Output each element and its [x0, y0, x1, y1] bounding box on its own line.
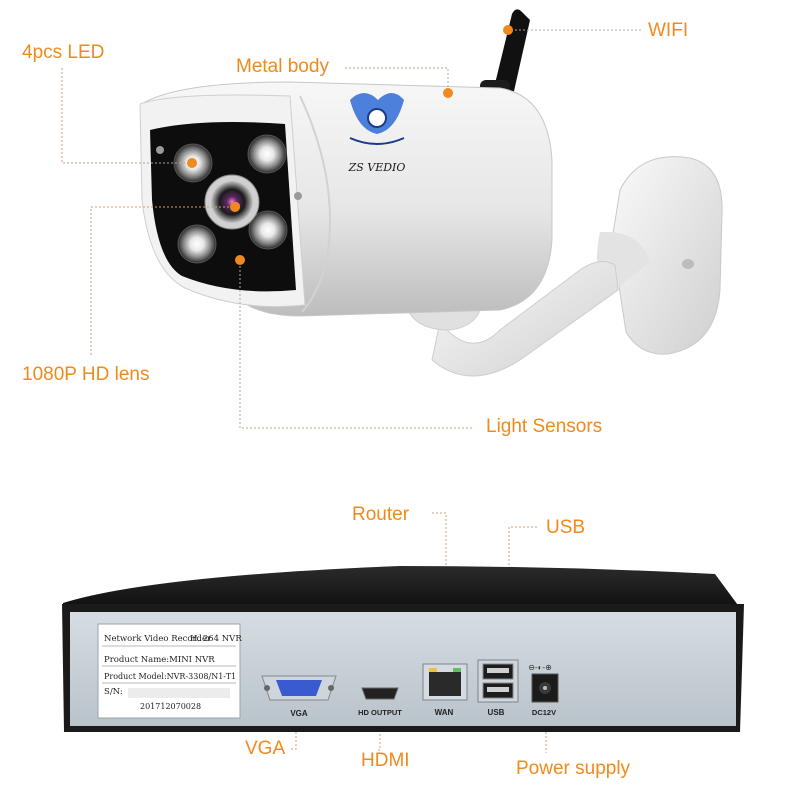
- hdmi-port-label: HD OUTPUT: [358, 708, 402, 717]
- sticker-product-name: Product Name:MINI NVR: [104, 655, 215, 665]
- sticker-title: Network Video Recorder: [104, 634, 212, 644]
- usb-port-label: USB: [488, 708, 505, 717]
- brand-logo-text: ZS VEDIO: [348, 161, 406, 174]
- callout-router: Router: [352, 504, 410, 525]
- dc-port-label: DC12V: [532, 708, 556, 717]
- vga-port: VGA: [261, 675, 337, 718]
- nvr-device: Network Video Recorder H. 264 NVR Produc…: [62, 566, 744, 732]
- wan-port-label: WAN: [435, 708, 454, 717]
- sticker-codec: H. 264 NVR: [190, 634, 242, 644]
- callout-light-sensors: Light Sensors: [486, 416, 603, 437]
- sticker-serial: 201712070028: [140, 702, 201, 711]
- brand-logo: ZS VEDIO: [348, 93, 406, 174]
- callout-lens: 1080P HD lens: [22, 364, 150, 385]
- callout-power-supply: Power supply: [516, 758, 631, 779]
- callout-led: 4pcs LED: [22, 42, 105, 63]
- sticker-sn-label: S/N:: [104, 687, 123, 697]
- callout-wifi: WIFI: [648, 20, 689, 41]
- wan-port: WAN: [422, 663, 468, 717]
- svg-text:⊖-◐-⊕: ⊖-◐-⊕: [528, 663, 552, 672]
- camera-body: [139, 81, 553, 317]
- sticker-product-model: Product Model:NVR-3308/N1-T1: [104, 672, 236, 681]
- hdmi-port: HD OUTPUT: [358, 687, 402, 717]
- usb-ports: USB: [477, 659, 519, 717]
- product-sticker: Network Video Recorder H. 264 NVR Produc…: [97, 623, 242, 719]
- dc-power-jack: ⊖-◐-⊕ DC12V: [528, 663, 559, 717]
- camera-lens: [204, 174, 260, 230]
- vga-port-label: VGA: [290, 709, 308, 718]
- callout-hdmi: HDMI: [361, 750, 410, 771]
- callout-usb: USB: [546, 517, 586, 538]
- callout-metal-body: Metal body: [236, 56, 329, 77]
- callout-vga: VGA: [245, 738, 286, 759]
